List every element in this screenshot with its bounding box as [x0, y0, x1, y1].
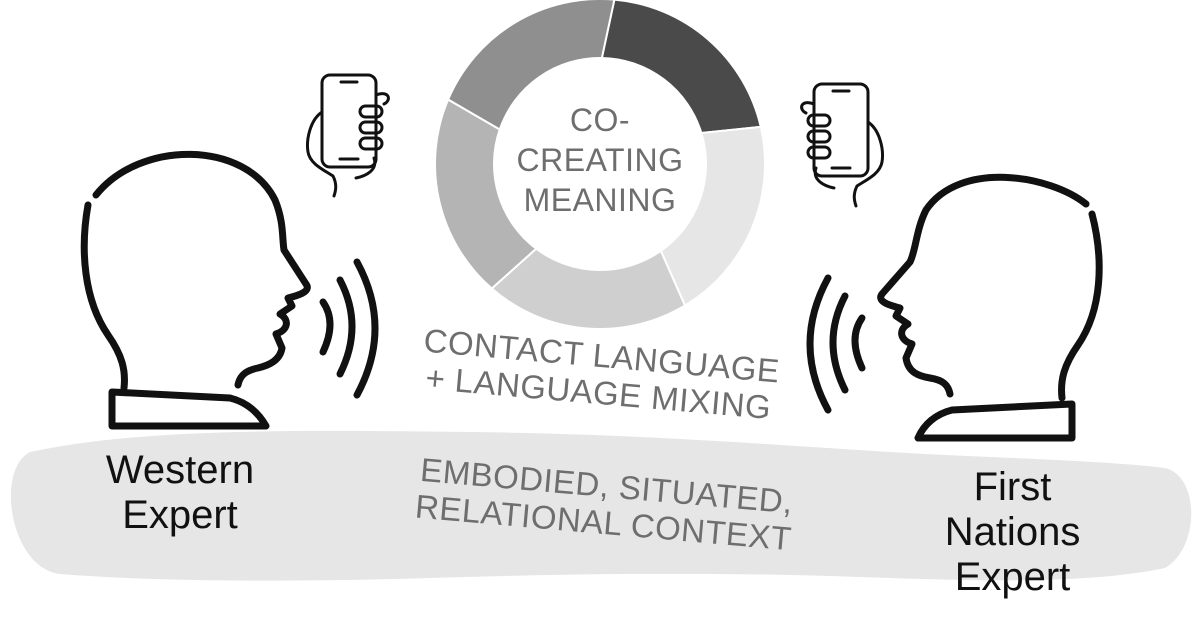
first-nations-line-1: First: [973, 465, 1052, 509]
sound-waves-icon: [319, 258, 379, 399]
head-profile-icon: [877, 173, 1103, 442]
sound-waves-icon: [806, 274, 866, 414]
co-creating-ring: [434, 0, 766, 330]
phone-in-hand-icon: [800, 82, 884, 208]
head-profile-icon: [80, 150, 311, 430]
center-line-1: CO-: [569, 102, 631, 138]
left-head-back: [80, 201, 128, 392]
western-line-1: Western: [105, 448, 255, 492]
western-expert-label: Western Expert: [70, 448, 290, 538]
right-head-outline: [877, 173, 1090, 398]
first-nations-line-2: Nations: [944, 509, 1081, 554]
right-collar: [914, 400, 1076, 442]
ring-segment-5: [446, 0, 616, 131]
right-head-back: [1058, 210, 1103, 402]
center-line-2: CREATING: [516, 142, 684, 178]
context-ground-band: [10, 430, 1192, 581]
western-line-2: Expert: [122, 492, 238, 537]
first-nations-line-3: Expert: [954, 554, 1071, 599]
center-line-3: MEANING: [523, 182, 677, 218]
co-creating-meaning-label: CO- CREATING MEANING: [505, 100, 695, 220]
first-nations-expert-label: First Nations Expert: [900, 465, 1125, 599]
left-collar: [108, 388, 270, 430]
left-head-outline: [92, 150, 311, 389]
phone-in-hand-icon: [306, 73, 390, 198]
